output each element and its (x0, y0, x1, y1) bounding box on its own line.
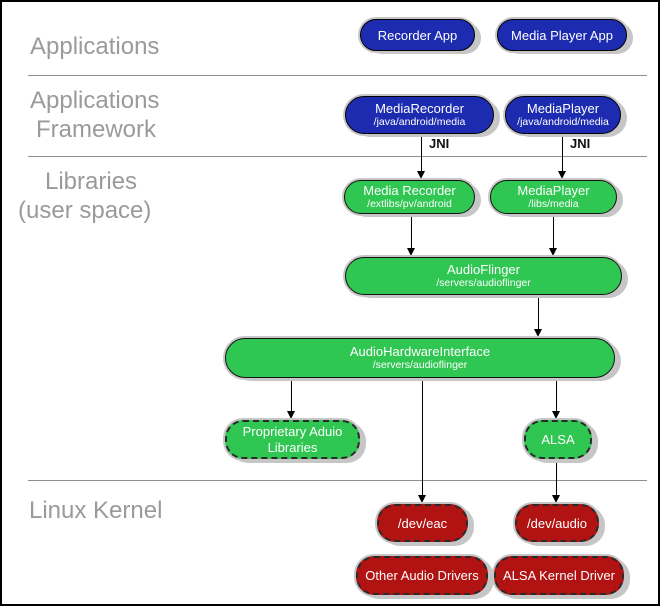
arrow-ahi-to-alsa (552, 378, 561, 419)
node-path: /extlibs/pv/android (367, 198, 452, 210)
node-path: /java/android/media (373, 116, 466, 128)
arrow-mediarecorder-lib-to-audioflinger (407, 214, 416, 256)
node-path: /java/android/media (517, 116, 609, 128)
section-label-line: Libraries (45, 168, 138, 195)
node-title: MediaPlayer (517, 183, 590, 198)
section-divider (28, 480, 647, 481)
node-audiohardwareinterface: AudioHardwareInterface /servers/audiofli… (225, 338, 615, 378)
node-mediarecorder-framework: MediaRecorder /java/android/media (345, 96, 494, 134)
node-recorder-app: Recorder App (360, 19, 475, 51)
arrow-mediaplayer-fw-to-lib (558, 134, 567, 179)
section-label-applications-framework: Applications Framework (30, 86, 159, 144)
node-dev-eac: /dev/eac (377, 504, 468, 542)
node-title: MediaPlayer (526, 101, 600, 116)
arrow-ahi-to-dev-eac (418, 378, 427, 503)
section-label-line: Framework (36, 116, 157, 143)
arrow-mediarecorder-fw-to-lib (417, 134, 426, 179)
node-mediaplayer-framework: MediaPlayer /java/android/media (505, 96, 621, 134)
node-path: /servers/audioflinger (372, 359, 468, 371)
node-alsa-kernel-driver: ALSA Kernel Driver (494, 556, 624, 595)
arrow-mediaplayer-lib-to-audioflinger (549, 214, 558, 256)
section-label-libraries: Libraries (user space) (18, 167, 151, 225)
node-path: /libs/media (528, 198, 579, 210)
node-proprietary-audio-libraries: Proprietary Aduio Libraries (225, 420, 360, 459)
node-title: MediaRecorder (375, 101, 464, 116)
section-divider (28, 75, 647, 76)
jni-label-left: JNI (429, 136, 450, 151)
node-title: ALSA Kernel Driver (503, 568, 615, 583)
node-title: AudioFlinger (447, 262, 520, 277)
node-title: Media Player App (511, 27, 613, 43)
node-audioflinger: AudioFlinger /servers/audioflinger (345, 257, 622, 295)
section-divider (28, 156, 647, 157)
node-title: Other Audio Drivers (365, 568, 479, 583)
node-title: Recorder App (377, 27, 458, 43)
node-mediaplayer-library: MediaPlayer /libs/media (490, 180, 617, 214)
arrow-alsa-to-dev-audio (552, 459, 561, 503)
node-alsa: ALSA (524, 420, 592, 459)
node-other-audio-drivers: Other Audio Drivers (356, 556, 488, 595)
node-title: ALSA (541, 432, 575, 447)
node-media-recorder-library: Media Recorder /extlibs/pv/android (344, 180, 475, 214)
node-title: /dev/audio (527, 515, 587, 531)
section-label-line: (user space) (18, 197, 152, 224)
arrow-ahi-to-proprietary-libs (287, 378, 296, 419)
node-title: Proprietary Aduio Libraries (242, 423, 343, 455)
node-path: /servers/audioflinger (436, 277, 531, 289)
node-dev-audio: /dev/audio (515, 504, 599, 542)
node-title: AudioHardwareInterface (349, 344, 491, 359)
arrow-audioflinger-to-audiohardwareinterface (534, 295, 543, 337)
section-label-line: Applications (30, 87, 160, 114)
jni-label-right: JNI (570, 136, 591, 151)
node-title: Media Recorder (363, 183, 456, 198)
node-media-player-app: Media Player App (497, 19, 627, 51)
section-label-applications: Applications (30, 33, 160, 60)
node-title: /dev/eac (397, 515, 448, 531)
section-label-linux-kernel: Linux Kernel (29, 497, 163, 524)
